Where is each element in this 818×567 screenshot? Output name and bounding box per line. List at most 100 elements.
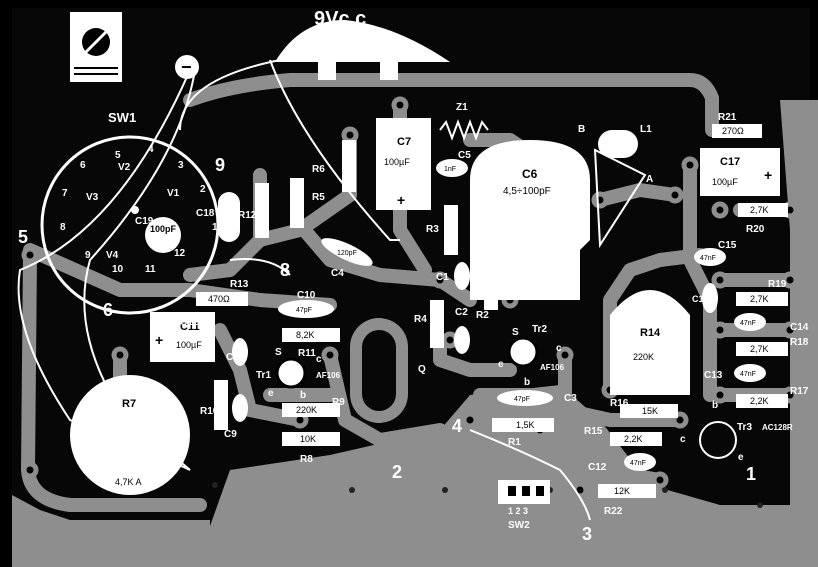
resistor-r15 [610, 432, 662, 446]
svg-text:4: 4 [452, 416, 462, 436]
svg-text:+: + [155, 332, 163, 348]
tr2-type: AF106 [540, 363, 565, 372]
svg-text:R10: R10 [200, 406, 219, 417]
capacitor-c12 [624, 453, 656, 471]
svg-text:C2: C2 [455, 307, 468, 318]
svg-text:b: b [524, 377, 530, 388]
svg-text:C18: C18 [196, 208, 215, 219]
svg-text:47nF: 47nF [630, 460, 646, 467]
svg-text:2: 2 [392, 462, 402, 482]
capacitor-c9 [232, 394, 248, 422]
svg-text:R4: R4 [414, 314, 427, 325]
svg-text:C5: C5 [458, 150, 471, 161]
svg-text:C6: C6 [522, 167, 538, 181]
svg-text:4,7K A: 4,7K A [115, 477, 142, 487]
battery-connector [275, 20, 450, 62]
svg-text:6: 6 [103, 300, 113, 320]
sw1-pin-6: 6 [80, 160, 86, 171]
capacitor-c19 [145, 217, 181, 253]
supply-voltage-label: 9Vc.c [314, 8, 366, 30]
svg-text:C15: C15 [718, 240, 737, 251]
sw2-label: SW2 [508, 520, 530, 531]
sw1-pin-9: 9 [85, 250, 91, 261]
sw1-pin-2: 2 [200, 184, 206, 195]
svg-text:C7: C7 [397, 136, 411, 148]
svg-text:e: e [738, 452, 744, 463]
svg-text:R20: R20 [746, 224, 765, 235]
svg-text:47nF: 47nF [700, 255, 716, 262]
svg-text:R12: R12 [238, 210, 257, 221]
jumper-wires [17, 59, 647, 521]
svg-text:9: 9 [215, 155, 225, 175]
transistor-tr1 [275, 357, 307, 389]
trimmer-capacitor-c6 [470, 140, 590, 300]
svg-text:C16: C16 [692, 294, 709, 304]
svg-text:R22: R22 [604, 506, 623, 517]
svg-text:R13: R13 [230, 279, 249, 290]
tr3-type: AC128R [762, 423, 793, 432]
tr2-label: Tr2 [532, 324, 547, 335]
svg-text:C11: C11 [180, 321, 200, 333]
svg-text:47nF: 47nF [740, 320, 756, 327]
svg-text:c: c [316, 354, 322, 365]
sw1-pin-8: 8 [60, 222, 66, 233]
resistor-r19 [736, 292, 788, 306]
svg-text:220K: 220K [296, 405, 317, 415]
svg-text:C9: C9 [224, 429, 237, 440]
resistor-r17 [736, 394, 788, 408]
svg-text:R15: R15 [584, 426, 603, 437]
svg-text:B: B [578, 124, 585, 135]
sw1-v1: V1 [167, 188, 180, 199]
resistor-r2 [484, 255, 498, 310]
svg-text:R16: R16 [610, 398, 629, 409]
capacitor-c1 [454, 262, 470, 290]
capacitor-c5 [436, 159, 468, 177]
minus-marker [175, 55, 199, 79]
svg-text:100µF: 100µF [384, 157, 410, 167]
tr3-label: Tr3 [737, 422, 752, 433]
svg-text:8: 8 [280, 260, 290, 280]
sw1-pin-1: 1 [212, 222, 218, 233]
svg-text:100µF: 100µF [176, 340, 202, 350]
capacitor-c13 [734, 364, 766, 382]
svg-text:+: + [764, 167, 772, 183]
svg-text:C4: C4 [331, 268, 344, 279]
resistor-r6 [342, 140, 356, 192]
svg-text:2,2K: 2,2K [624, 434, 643, 444]
resistor-r21 [712, 124, 762, 138]
svg-text:C19: C19 [135, 216, 154, 227]
svg-text:47pF: 47pF [514, 396, 530, 403]
svg-text:15K: 15K [642, 406, 658, 416]
tr1-type: AF106 [316, 371, 341, 380]
sw1-v3: V3 [86, 192, 99, 203]
sw1-pin-5: 5 [115, 150, 121, 161]
svg-text:C13: C13 [704, 370, 723, 381]
svg-text:+: + [397, 192, 405, 208]
tr1-label: Tr1 [256, 370, 271, 381]
svg-text:4,5÷100pF: 4,5÷100pF [503, 186, 551, 197]
svg-text:2,2K: 2,2K [750, 396, 769, 406]
svg-text:120pF: 120pF [337, 250, 357, 257]
svg-text:−: − [181, 57, 192, 77]
svg-text:R21: R21 [718, 112, 737, 123]
capacitor-c7 [376, 118, 431, 210]
resistor-r4 [430, 300, 444, 348]
svg-text:1 2 3: 1 2 3 [508, 506, 528, 516]
resistor-r9 [282, 403, 340, 417]
svg-text:2,7K: 2,7K [750, 344, 769, 354]
potentiometer-r7 [70, 375, 190, 495]
svg-text:5: 5 [18, 227, 28, 247]
capacitor-c14 [734, 313, 766, 331]
svg-text:C3: C3 [564, 393, 577, 404]
coil-l1 [598, 130, 638, 158]
svg-text:b: b [300, 390, 306, 401]
resistor-r20 [738, 203, 788, 217]
resistor-r5 [290, 178, 304, 228]
svg-text:c: c [556, 343, 562, 354]
svg-text:R1: R1 [508, 437, 521, 448]
svg-text:47nF: 47nF [740, 371, 756, 378]
resistor-r22 [598, 484, 656, 498]
svg-text:Z1: Z1 [456, 102, 468, 113]
svg-text:R6: R6 [312, 164, 325, 175]
